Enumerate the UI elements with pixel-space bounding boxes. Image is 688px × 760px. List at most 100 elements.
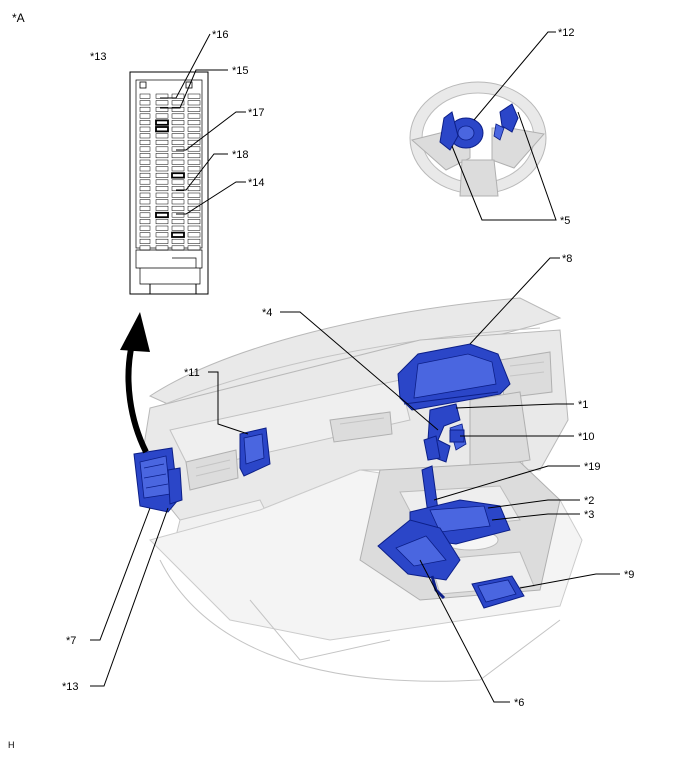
fuse-slot — [139, 153, 151, 159]
callout-labels: *A *13 *16 *15 *17 *18 *14 *12 *5 *8 *4 … — [8, 11, 634, 750]
fuse-slot — [155, 245, 169, 251]
fuse-slot — [171, 133, 185, 139]
fuse-slot — [155, 139, 169, 145]
fuse-slot — [155, 199, 169, 205]
callout-16: *16 — [212, 29, 229, 41]
fuse-slot — [139, 199, 151, 205]
callout-10: *10 — [578, 431, 595, 443]
callout-11: *11 — [184, 367, 200, 379]
fuse-slot — [139, 186, 151, 192]
fuse-slot — [187, 238, 201, 244]
vehicle-interior-illustration — [139, 297, 583, 682]
fuse-slot — [155, 166, 169, 172]
fuse-slot — [155, 211, 169, 219]
fuse-slot — [171, 219, 185, 225]
fuse-slot — [171, 212, 185, 218]
callout-4: *4 — [262, 307, 272, 319]
callout-7: *7 — [66, 635, 76, 647]
callout-19: *19 — [584, 461, 601, 473]
fuse-slot — [155, 225, 169, 231]
fuse-slot — [187, 199, 201, 205]
callout-13-top: *13 — [90, 51, 107, 63]
steering-switch-part — [499, 103, 519, 133]
fuse-slot — [155, 126, 169, 133]
fuse-slot — [139, 238, 151, 244]
fuse-slot — [139, 225, 151, 231]
fuse-slot — [171, 113, 185, 119]
footer-code: H — [8, 740, 15, 750]
fuse-slot — [155, 238, 169, 244]
fuse-slot — [139, 100, 151, 106]
fuse-slot — [155, 186, 169, 192]
fuse-slot — [139, 232, 151, 238]
fuse-slot — [139, 113, 151, 119]
fuse-slot — [155, 119, 169, 126]
fuse-slot — [171, 146, 185, 152]
fuse-slot — [171, 192, 185, 198]
callout-13-bottom: *13 — [62, 681, 79, 693]
fuse-slot — [155, 153, 169, 159]
fuse-slot — [139, 166, 151, 172]
fuse-slot — [155, 179, 169, 185]
fuse-slot — [155, 192, 169, 198]
fuse-slot — [171, 186, 185, 192]
fuse-slot — [187, 186, 201, 192]
callout-12: *12 — [558, 27, 575, 39]
fuse-slot — [139, 106, 151, 112]
fuse-slot — [155, 205, 169, 211]
fuse-slot — [139, 179, 151, 185]
fuse-slot — [139, 172, 151, 178]
fuse-slot — [155, 106, 169, 112]
fuse-slot — [187, 113, 201, 119]
fuse-slot — [171, 205, 185, 211]
callout-17: *17 — [248, 107, 265, 119]
fuse-slot — [171, 199, 185, 205]
fuse-slot — [171, 245, 185, 251]
detail-arrow — [120, 312, 150, 454]
fuse-slot — [171, 120, 185, 126]
fuse-slot — [155, 219, 169, 225]
view-label: *A — [12, 11, 25, 25]
fuse-slot — [187, 159, 201, 165]
fuse-slot — [187, 120, 201, 126]
fuse-slot — [187, 212, 201, 218]
fuse-slot — [187, 219, 201, 225]
fuse-slot — [139, 205, 151, 211]
fuse-slot — [139, 159, 151, 165]
fuse-slot — [171, 100, 185, 106]
fuse-slot — [139, 120, 151, 126]
fuse-slot — [155, 232, 169, 238]
leader-lines — [90, 31, 620, 703]
fuse-slot — [171, 238, 185, 244]
fuse-slot — [139, 139, 151, 145]
fuse-slot — [139, 245, 151, 251]
callout-6: *6 — [514, 697, 524, 709]
fuse-slot — [171, 139, 185, 145]
fuse-slot — [187, 172, 201, 178]
fuse-slot — [171, 231, 185, 238]
callout-2: *2 — [584, 495, 594, 507]
fuse-slot — [187, 93, 201, 99]
fuse-slot — [155, 133, 169, 139]
fuse-slot — [139, 133, 151, 139]
fuse-slot — [171, 179, 185, 185]
fuse-slot — [155, 113, 169, 119]
callout-18: *18 — [232, 149, 249, 161]
fuse-slot — [187, 126, 201, 132]
callout-9: *9 — [624, 569, 634, 581]
fuse-slot — [139, 146, 151, 152]
fuse-slot — [171, 153, 185, 159]
fuse-slot — [171, 159, 185, 165]
fuse-slot — [187, 100, 201, 106]
fuse-slot — [171, 166, 185, 172]
fuse-slot — [139, 192, 151, 198]
fuse-slot — [187, 192, 201, 198]
callout-5: *5 — [560, 215, 570, 227]
callout-8: *8 — [562, 253, 572, 265]
fuse-slot — [187, 232, 201, 238]
junction-block-detail — [129, 71, 209, 295]
fuse-slot — [187, 166, 201, 172]
fuse-slot — [187, 106, 201, 112]
fuse-slot — [171, 225, 185, 231]
